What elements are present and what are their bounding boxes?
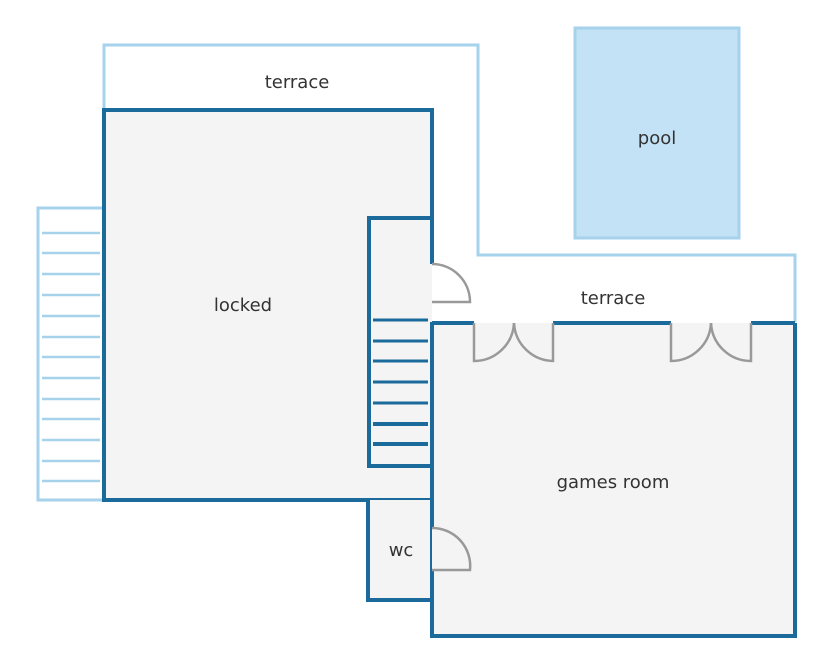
pool-label: pool bbox=[638, 128, 676, 149]
pool-area[interactable] bbox=[573, 26, 741, 240]
wc-room[interactable] bbox=[366, 500, 432, 602]
double-door-right[interactable] bbox=[669, 322, 753, 363]
games-room-label: games room bbox=[557, 472, 670, 493]
left-exterior-stairs bbox=[36, 206, 106, 502]
wc-label: wc bbox=[389, 540, 414, 561]
double-door-left[interactable] bbox=[472, 322, 555, 363]
terrace-top-label: terrace bbox=[265, 72, 330, 93]
door-wc[interactable] bbox=[431, 526, 472, 572]
terrace-right-label: terrace bbox=[581, 288, 646, 309]
door-stairs-terrace[interactable] bbox=[431, 262, 472, 304]
locked-label: locked bbox=[214, 295, 272, 316]
interior-stairs bbox=[367, 216, 432, 468]
terrace-outline bbox=[102, 43, 797, 322]
games-room[interactable] bbox=[430, 321, 797, 638]
